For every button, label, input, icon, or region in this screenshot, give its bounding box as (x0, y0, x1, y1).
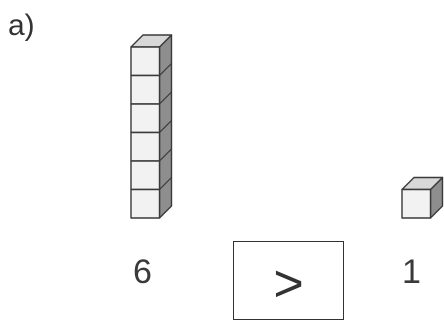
comparison-symbol: > (273, 258, 303, 310)
right-number: 1 (402, 252, 421, 292)
cube-front-face (131, 104, 160, 133)
cube-front-face (131, 190, 160, 219)
cube-front-face (402, 190, 431, 219)
cube-front-face (131, 161, 160, 190)
six-cube-stack (131, 35, 172, 218)
comparison-answer-box[interactable]: > (233, 241, 344, 320)
cube-front-face (131, 133, 160, 162)
cube-front-face (131, 76, 160, 105)
cube-front-face (131, 47, 160, 76)
left-number: 6 (133, 252, 152, 292)
single-cube (402, 178, 443, 219)
